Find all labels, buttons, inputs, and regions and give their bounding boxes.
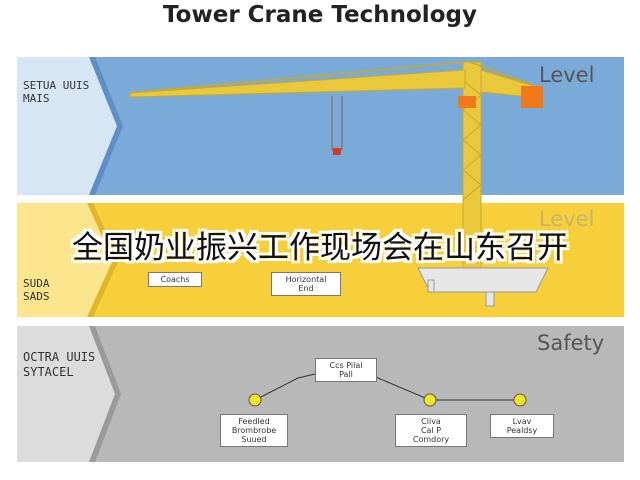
level-label: Level: [539, 63, 595, 87]
band-side-arrow: OCTRA UUIS SYTACEL: [17, 326, 121, 462]
chevron-arrow-icon: [17, 57, 123, 195]
crane-base: [417, 267, 549, 307]
diagram-box: Coachs: [148, 272, 202, 287]
safety-node: [248, 393, 262, 407]
diagram-box: Horizontal End: [271, 272, 341, 296]
diagram-box: Cliva Cal P Comdory: [395, 414, 467, 447]
crane-counterweight: [521, 86, 543, 108]
diagram-root-box: Ccs Pilal Pall: [315, 358, 377, 382]
band-side-arrow: SUDA SADS: [17, 203, 119, 317]
band-safety: OCTRA UUIS SYTACEL Safety: [17, 326, 624, 462]
level-label: Level: [539, 207, 595, 231]
safety-label: Safety: [537, 331, 605, 355]
chevron-arrow-icon: [17, 203, 119, 317]
diagram-box: Lvav Pealdsy: [490, 414, 554, 438]
safety-connectors: [254, 365, 520, 401]
chevron-arrow-icon: [17, 326, 121, 462]
band-side-label: SETUA UUIS MAIS: [23, 79, 90, 105]
band-side-label: SUDA SADS: [23, 277, 50, 303]
crane-cab: [458, 96, 476, 108]
diagram-box: Feedled Brombrobe Suued: [220, 414, 288, 447]
safety-node: [423, 393, 437, 407]
page-title: Tower Crane Technology: [163, 2, 477, 28]
band-side-arrow: SETUA UUIS MAIS: [17, 57, 123, 195]
band-operation: SUDA SADS Level Coachs Horizontal End: [17, 203, 624, 317]
safety-node: [513, 393, 527, 407]
crane-hook: [331, 96, 343, 151]
band-side-label: OCTRA UUIS SYTACEL: [23, 350, 96, 379]
caption-overlay: 全国奶业振兴工作现场会在山东召开: [72, 230, 568, 266]
